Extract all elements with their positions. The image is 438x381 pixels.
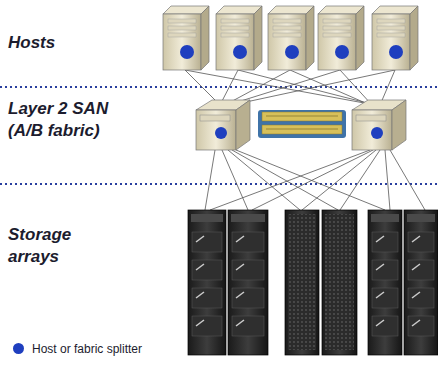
legend-swatch: [13, 343, 24, 354]
storage-cabinets: [188, 210, 438, 355]
fabric-switches: [196, 100, 406, 150]
separator: [0, 86, 438, 88]
layer-label: Layer 2 SAN (A/B fabric): [8, 98, 138, 142]
host-servers: [163, 6, 418, 70]
separator: [0, 183, 438, 185]
links: [185, 70, 425, 210]
layer-label: Hosts: [8, 32, 148, 54]
legend-text: Host or fabric splitter: [32, 342, 142, 356]
layer-label: Storage arrays: [8, 224, 90, 268]
